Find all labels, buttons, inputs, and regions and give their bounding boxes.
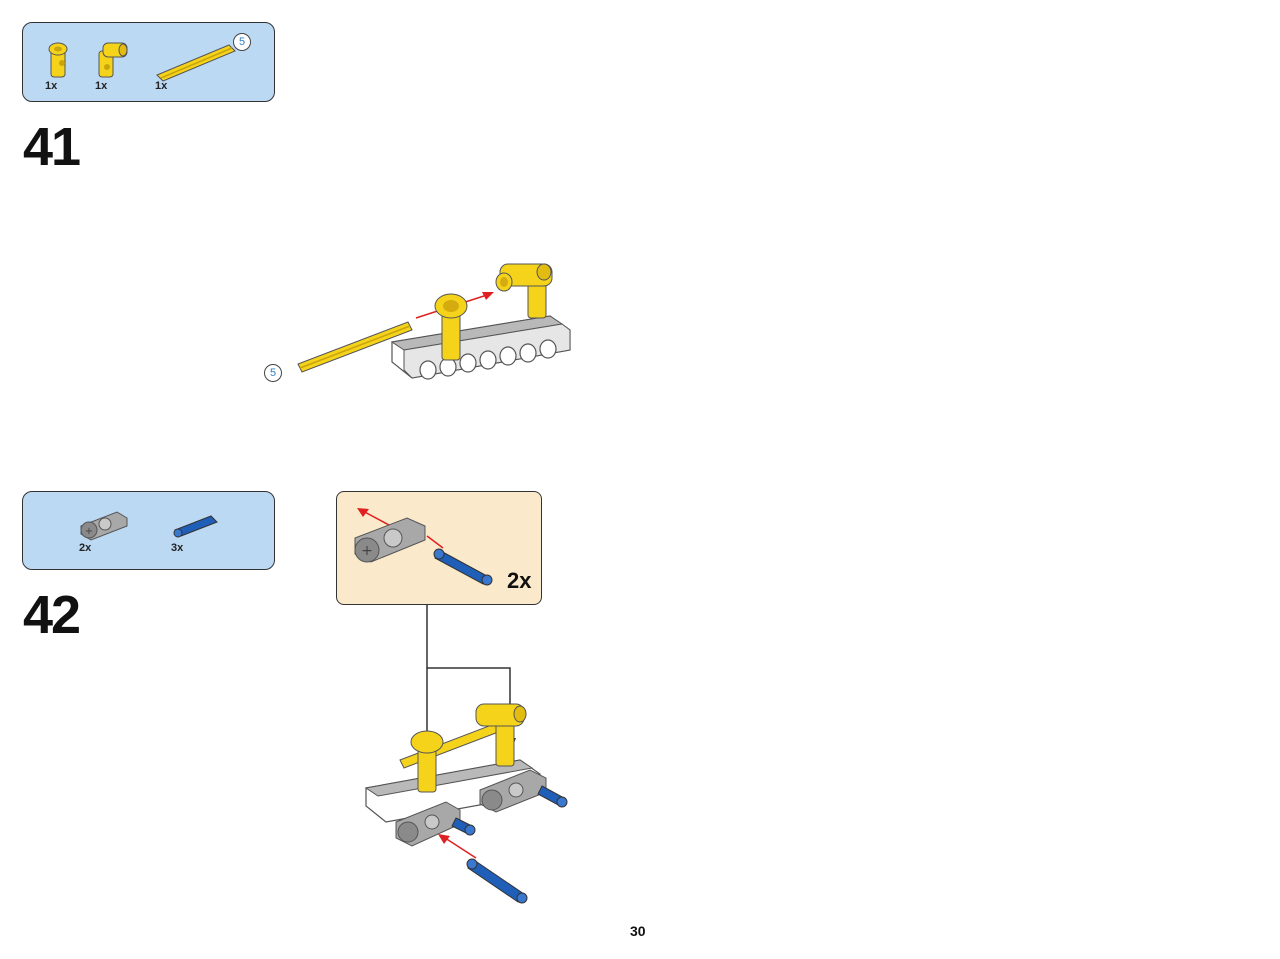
part-qty: 1x xyxy=(155,80,168,92)
part-qty: 1x xyxy=(95,80,108,92)
step-number-41: 41 xyxy=(23,117,81,177)
parts-list-step-42: + 2x 3x xyxy=(22,491,275,570)
part-qty: 1x xyxy=(45,80,58,92)
yellow-angle-connector-icon xyxy=(98,42,128,78)
yellow-axle-icon xyxy=(156,44,236,82)
yellow-connector-icon xyxy=(48,42,68,78)
step-41-assembly-illustration xyxy=(297,263,571,380)
step-42-assembly-illustration xyxy=(364,703,568,904)
parts-list-step-41: 1x 1x 1x 5 xyxy=(22,22,275,102)
gray-pin-connector-icon: + xyxy=(80,511,128,541)
callout-quantity: 2x xyxy=(507,568,532,593)
sub-assembly-callout: + 2x xyxy=(336,491,542,605)
axle-length-badge: 5 xyxy=(264,364,282,382)
part-qty: 2x xyxy=(79,542,92,554)
svg-text:+: + xyxy=(85,526,93,537)
svg-text:+: + xyxy=(361,543,373,559)
step-number-42: 42 xyxy=(23,585,81,645)
page-number: 30 xyxy=(630,923,646,939)
axle-length-badge: 5 xyxy=(233,33,251,51)
part-qty: 3x xyxy=(171,542,184,554)
sub-assembly-illustration: + xyxy=(354,508,493,586)
blue-pin-icon xyxy=(173,515,218,538)
